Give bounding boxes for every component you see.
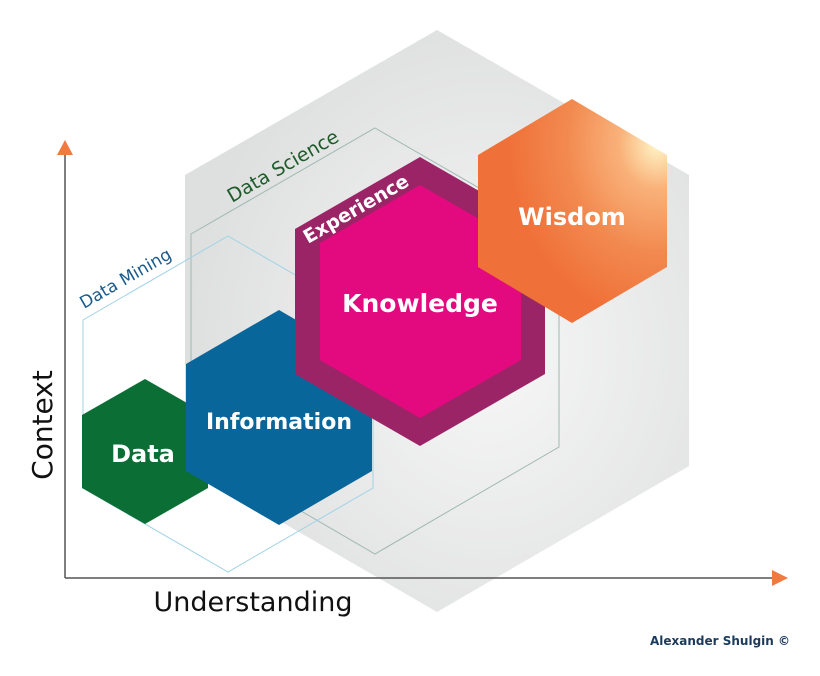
knowledge-label: Knowledge [342, 289, 498, 318]
wisdom-label: Wisdom [518, 203, 626, 231]
x-axis-arrow-icon [772, 570, 788, 586]
wisdom-hexagon [478, 99, 667, 323]
data-label: Data [111, 440, 175, 468]
x-axis-label: Understanding [154, 587, 353, 618]
y-axis-label: Context [26, 370, 59, 480]
data-hexagon [82, 379, 208, 524]
knowledge-hexagon [320, 185, 521, 418]
y-axis-arrow-icon [57, 140, 73, 155]
credit-text: Alexander Shulgin © [650, 634, 790, 648]
information-label: Information [206, 410, 352, 435]
data-mining-label: Data Mining [77, 245, 176, 314]
